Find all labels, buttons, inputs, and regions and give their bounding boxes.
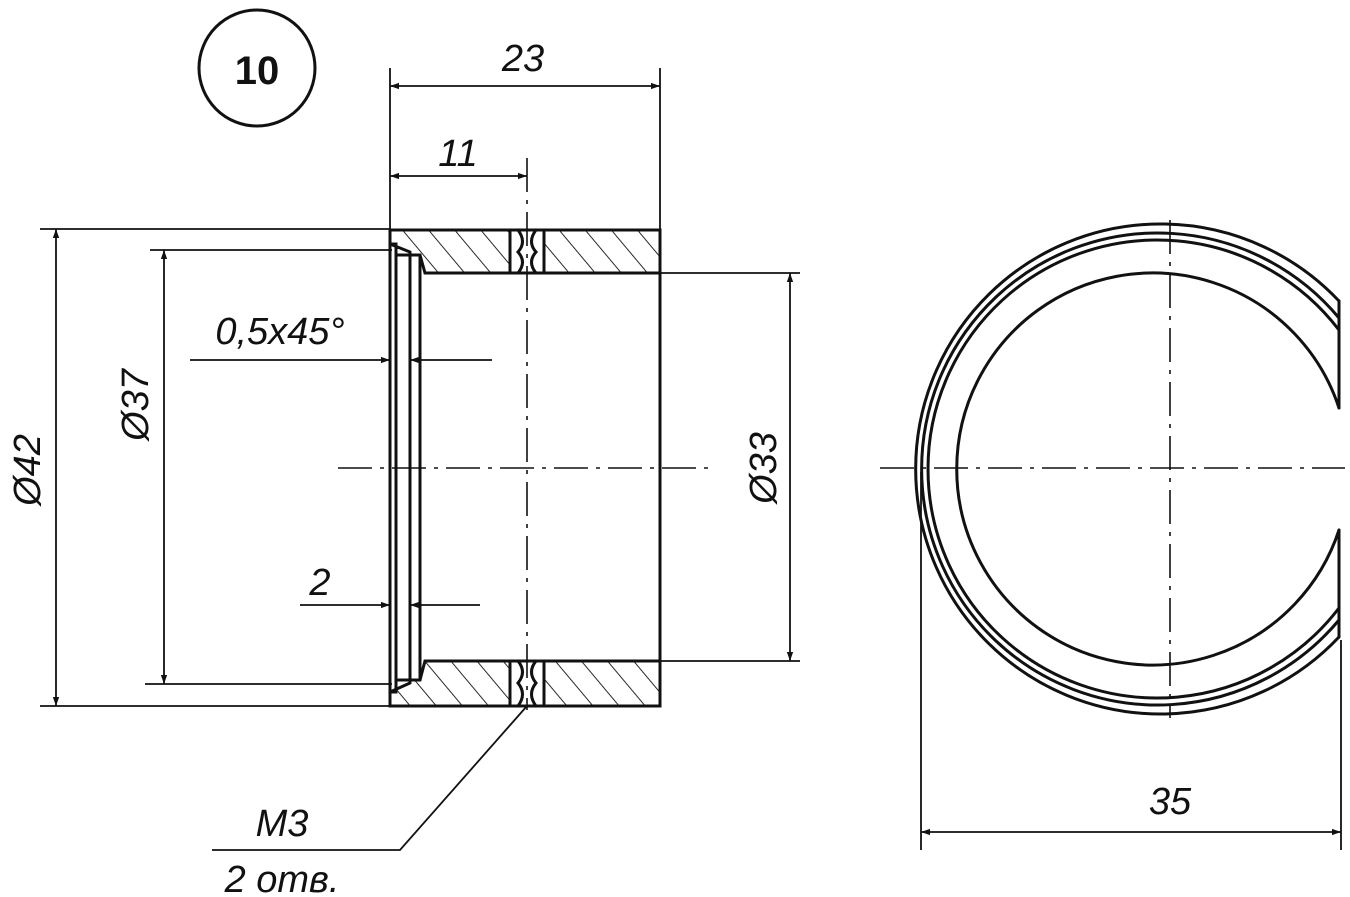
top-threaded-hole <box>508 228 546 275</box>
bottom-wall-right-section <box>542 659 662 708</box>
groove-position-label: 11 <box>438 133 477 175</box>
dimension-bore-diameter: Ø33 <box>660 272 800 662</box>
part-number-text: 10 <box>235 49 280 93</box>
dimension-recess-diameter: Ø37 <box>115 249 392 685</box>
end-view <box>880 220 1345 718</box>
dimension-recess-depth: 2 <box>300 562 480 609</box>
recess-depth-label: 2 <box>308 562 330 604</box>
body-outline <box>388 228 662 708</box>
bore-diameter-label: Ø33 <box>743 432 785 506</box>
dimension-overall-length: 23 <box>389 38 661 230</box>
overall-length-label: 23 <box>501 38 544 80</box>
dimension-groove-position: 11 <box>390 133 527 180</box>
ring-outer-arc <box>914 222 1341 716</box>
chamfer-label: 0,5x45° <box>215 311 344 353</box>
section-view <box>338 158 712 710</box>
dimension-outer-diameter: Ø42 <box>7 228 390 707</box>
dimension-ring-width: 35 <box>920 472 1342 850</box>
dimension-chamfer: 0,5x45° <box>190 311 492 364</box>
part-number-badge: 10 <box>197 8 317 128</box>
ring-width-label: 35 <box>1149 781 1192 823</box>
recess-diameter-label: Ø37 <box>115 367 157 443</box>
ring-inner-arc <box>955 271 1341 667</box>
top-wall-right-section <box>542 228 662 275</box>
bottom-threaded-hole <box>508 659 546 708</box>
holes-count-label: 2 отв. <box>224 859 340 897</box>
thread-label: M3 <box>256 803 309 845</box>
ring-recess-arc-2 <box>926 238 1341 700</box>
ring-recess-arc-1 <box>920 231 1341 707</box>
thread-callout: M3 2 отв. <box>212 705 528 897</box>
bore-outline <box>423 271 662 663</box>
outer-diameter-label: Ø42 <box>7 434 49 508</box>
